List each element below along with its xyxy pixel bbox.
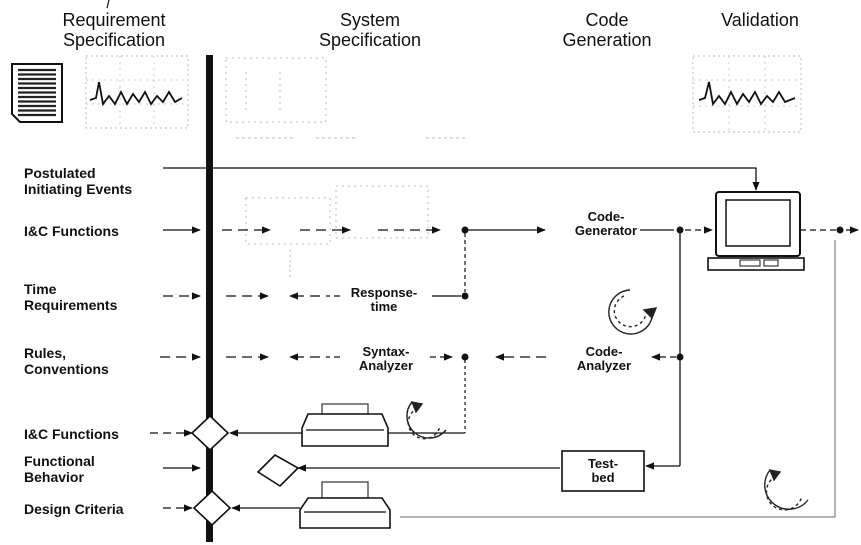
test-bed-box bbox=[561, 450, 645, 492]
printer-icon bbox=[301, 403, 389, 447]
header-line: Specification bbox=[62, 30, 166, 50]
cycle-arrow-icon bbox=[406, 401, 447, 440]
column-header-code: Code Generation bbox=[542, 10, 672, 50]
header-line: Specification bbox=[318, 30, 422, 50]
printer-icon bbox=[299, 481, 391, 529]
label-line: Requirements bbox=[24, 297, 118, 313]
junction-dot bbox=[461, 292, 469, 300]
label-line: bed bbox=[591, 470, 615, 485]
label-line: Analyzer bbox=[576, 358, 632, 373]
label-line: Code- bbox=[587, 209, 625, 224]
cycle-arrow-icon bbox=[608, 289, 658, 335]
label-line: time bbox=[370, 299, 398, 314]
decision-diamond-icon bbox=[256, 454, 300, 488]
label-line: Response- bbox=[350, 285, 418, 300]
label-line: Conventions bbox=[24, 361, 109, 377]
column-header-validation: Validation bbox=[700, 10, 820, 30]
column-header-system: System Specification bbox=[290, 10, 450, 50]
label-line: Time bbox=[24, 281, 57, 297]
cycle-arrow-icon bbox=[764, 469, 809, 511]
label-line: Syntax- bbox=[362, 344, 410, 359]
computer-monitor-icon bbox=[707, 191, 805, 271]
test-bed-label: Test- bed bbox=[562, 457, 644, 485]
junction-dot bbox=[461, 353, 469, 361]
junction-dot bbox=[461, 226, 469, 234]
label-line: Behavior bbox=[24, 469, 84, 485]
junction-dot bbox=[676, 226, 684, 234]
row-label-functional: Functional Behavior bbox=[24, 453, 95, 485]
document-icon bbox=[11, 63, 63, 123]
response-time-label: Response- time bbox=[334, 286, 434, 314]
label-line: Rules, bbox=[24, 345, 67, 361]
header-line: Generation bbox=[562, 30, 652, 50]
junction-dot bbox=[836, 226, 844, 234]
system-spec-sketch bbox=[225, 57, 466, 280]
header-line: Code bbox=[585, 10, 629, 30]
label-line: Initiating Events bbox=[24, 181, 133, 197]
code-generator-label: Code- Generator bbox=[556, 210, 656, 238]
column-header-requirement: Requirement Specification bbox=[34, 10, 194, 50]
decision-diamond-icon bbox=[192, 489, 232, 527]
row-label-ic-functions: I&C Functions bbox=[24, 223, 119, 239]
header-line: Validation bbox=[721, 10, 799, 30]
design-flow bbox=[163, 240, 836, 518]
waveform-chart-icon bbox=[85, 55, 189, 129]
row-label-rules: Rules, Conventions bbox=[24, 345, 109, 377]
junction-dot bbox=[676, 353, 684, 361]
row-label-postulated: Postulated Initiating Events bbox=[24, 165, 132, 197]
header-line: System bbox=[339, 10, 400, 30]
leader-tick bbox=[106, 0, 110, 9]
row-label-ic-functions-2: I&C Functions bbox=[24, 426, 119, 442]
label-line: Generator bbox=[574, 223, 638, 238]
header-line: Requirement bbox=[62, 10, 166, 30]
label-line: Analyzer bbox=[358, 358, 414, 373]
decision-diamond-icon bbox=[190, 414, 230, 452]
label-line: I&C Functions bbox=[24, 426, 119, 442]
code-analyzer-label: Code- Analyzer bbox=[554, 345, 654, 373]
label-line: Functional bbox=[24, 453, 95, 469]
row-label-design: Design Criteria bbox=[24, 501, 124, 517]
label-line: I&C Functions bbox=[24, 223, 119, 239]
label-line: Test- bbox=[587, 456, 619, 471]
label-line: Code- bbox=[585, 344, 623, 359]
row-label-time: Time Requirements bbox=[24, 281, 117, 313]
requirement-boundary-bar bbox=[206, 55, 213, 542]
label-line: Postulated bbox=[24, 165, 96, 181]
connector-to-computer bbox=[213, 167, 760, 191]
waveform-chart-icon bbox=[692, 55, 802, 133]
label-line: Design Criteria bbox=[24, 501, 124, 517]
syntax-analyzer-label: Syntax- Analyzer bbox=[336, 345, 436, 373]
